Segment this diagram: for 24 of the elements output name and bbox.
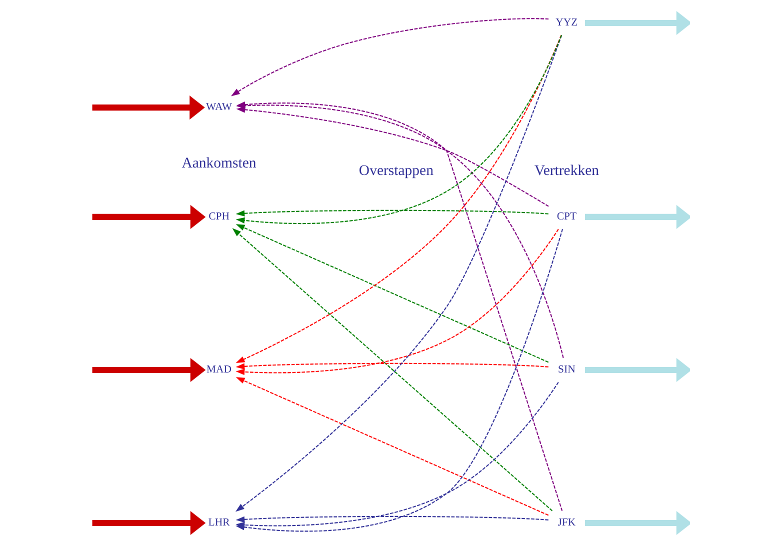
arrow xyxy=(584,510,690,536)
label: Vertrekken xyxy=(534,163,599,180)
node-text: CPT xyxy=(556,210,576,223)
arrow xyxy=(584,204,690,229)
node-text: CPH xyxy=(208,210,229,223)
node-text: LHR xyxy=(208,516,230,529)
node-text: SIN xyxy=(558,364,575,376)
node-text: WAW xyxy=(206,101,232,114)
node-text: YYZ xyxy=(555,16,578,29)
arrow xyxy=(92,358,206,382)
arrow xyxy=(235,516,548,523)
label: Overstappen xyxy=(358,163,433,180)
arrow xyxy=(235,210,548,216)
arrow xyxy=(236,106,548,207)
label: Aankomsten xyxy=(181,156,256,172)
arrow xyxy=(92,96,204,120)
arrow xyxy=(235,362,548,370)
node-text: JFK xyxy=(557,516,576,529)
arrow xyxy=(230,18,548,96)
arrow xyxy=(584,10,690,36)
arrow xyxy=(92,204,206,229)
arrow xyxy=(584,358,690,382)
arrow xyxy=(92,510,206,536)
node-text: MAD xyxy=(206,364,232,376)
